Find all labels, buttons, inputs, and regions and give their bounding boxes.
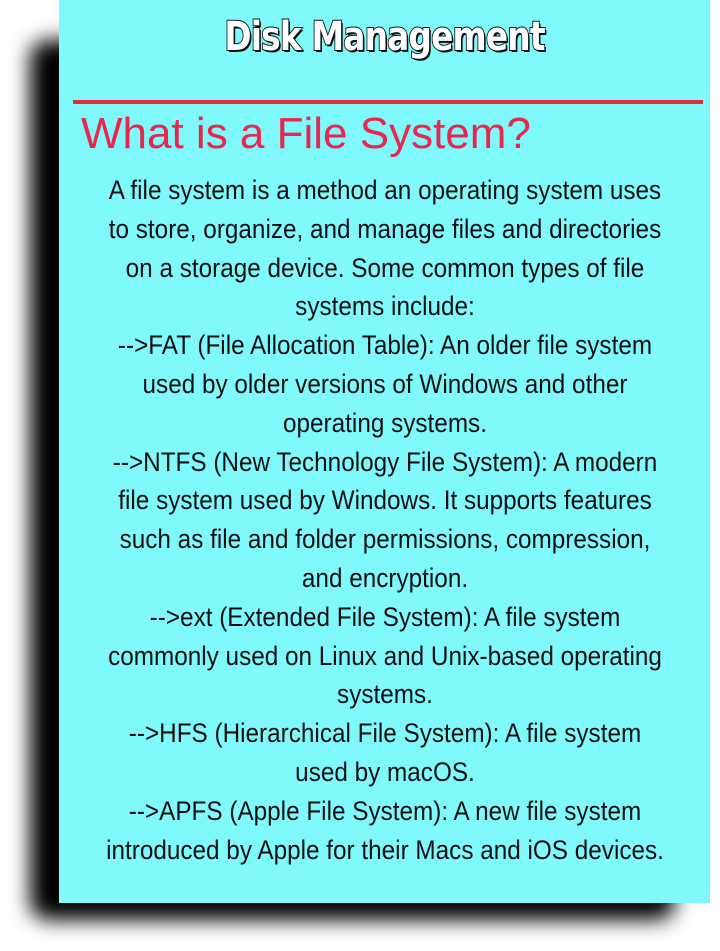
list-item-ntfs: -->NTFS (New Technology File System): A … (112, 446, 658, 593)
list-item-hfs: -->HFS (Hierarchical File System): A fil… (128, 718, 642, 787)
list-item-fat: -->FAT (File Allocation Table): An older… (117, 330, 653, 438)
body-text: A file system is a method an operating s… (71, 171, 699, 869)
list-item-ext: -->ext (Extended File System): A file sy… (108, 601, 662, 710)
intro-paragraph: A file system is a method an operating s… (108, 175, 662, 322)
section-heading: What is a File System? (81, 109, 531, 158)
banner-title: Disk Management (223, 13, 546, 61)
divider (73, 100, 703, 104)
content-card: Disk Management What is a File System? A… (59, 0, 710, 903)
list-item-apfs: -->APFS (Apple File System): A new file … (106, 795, 664, 865)
